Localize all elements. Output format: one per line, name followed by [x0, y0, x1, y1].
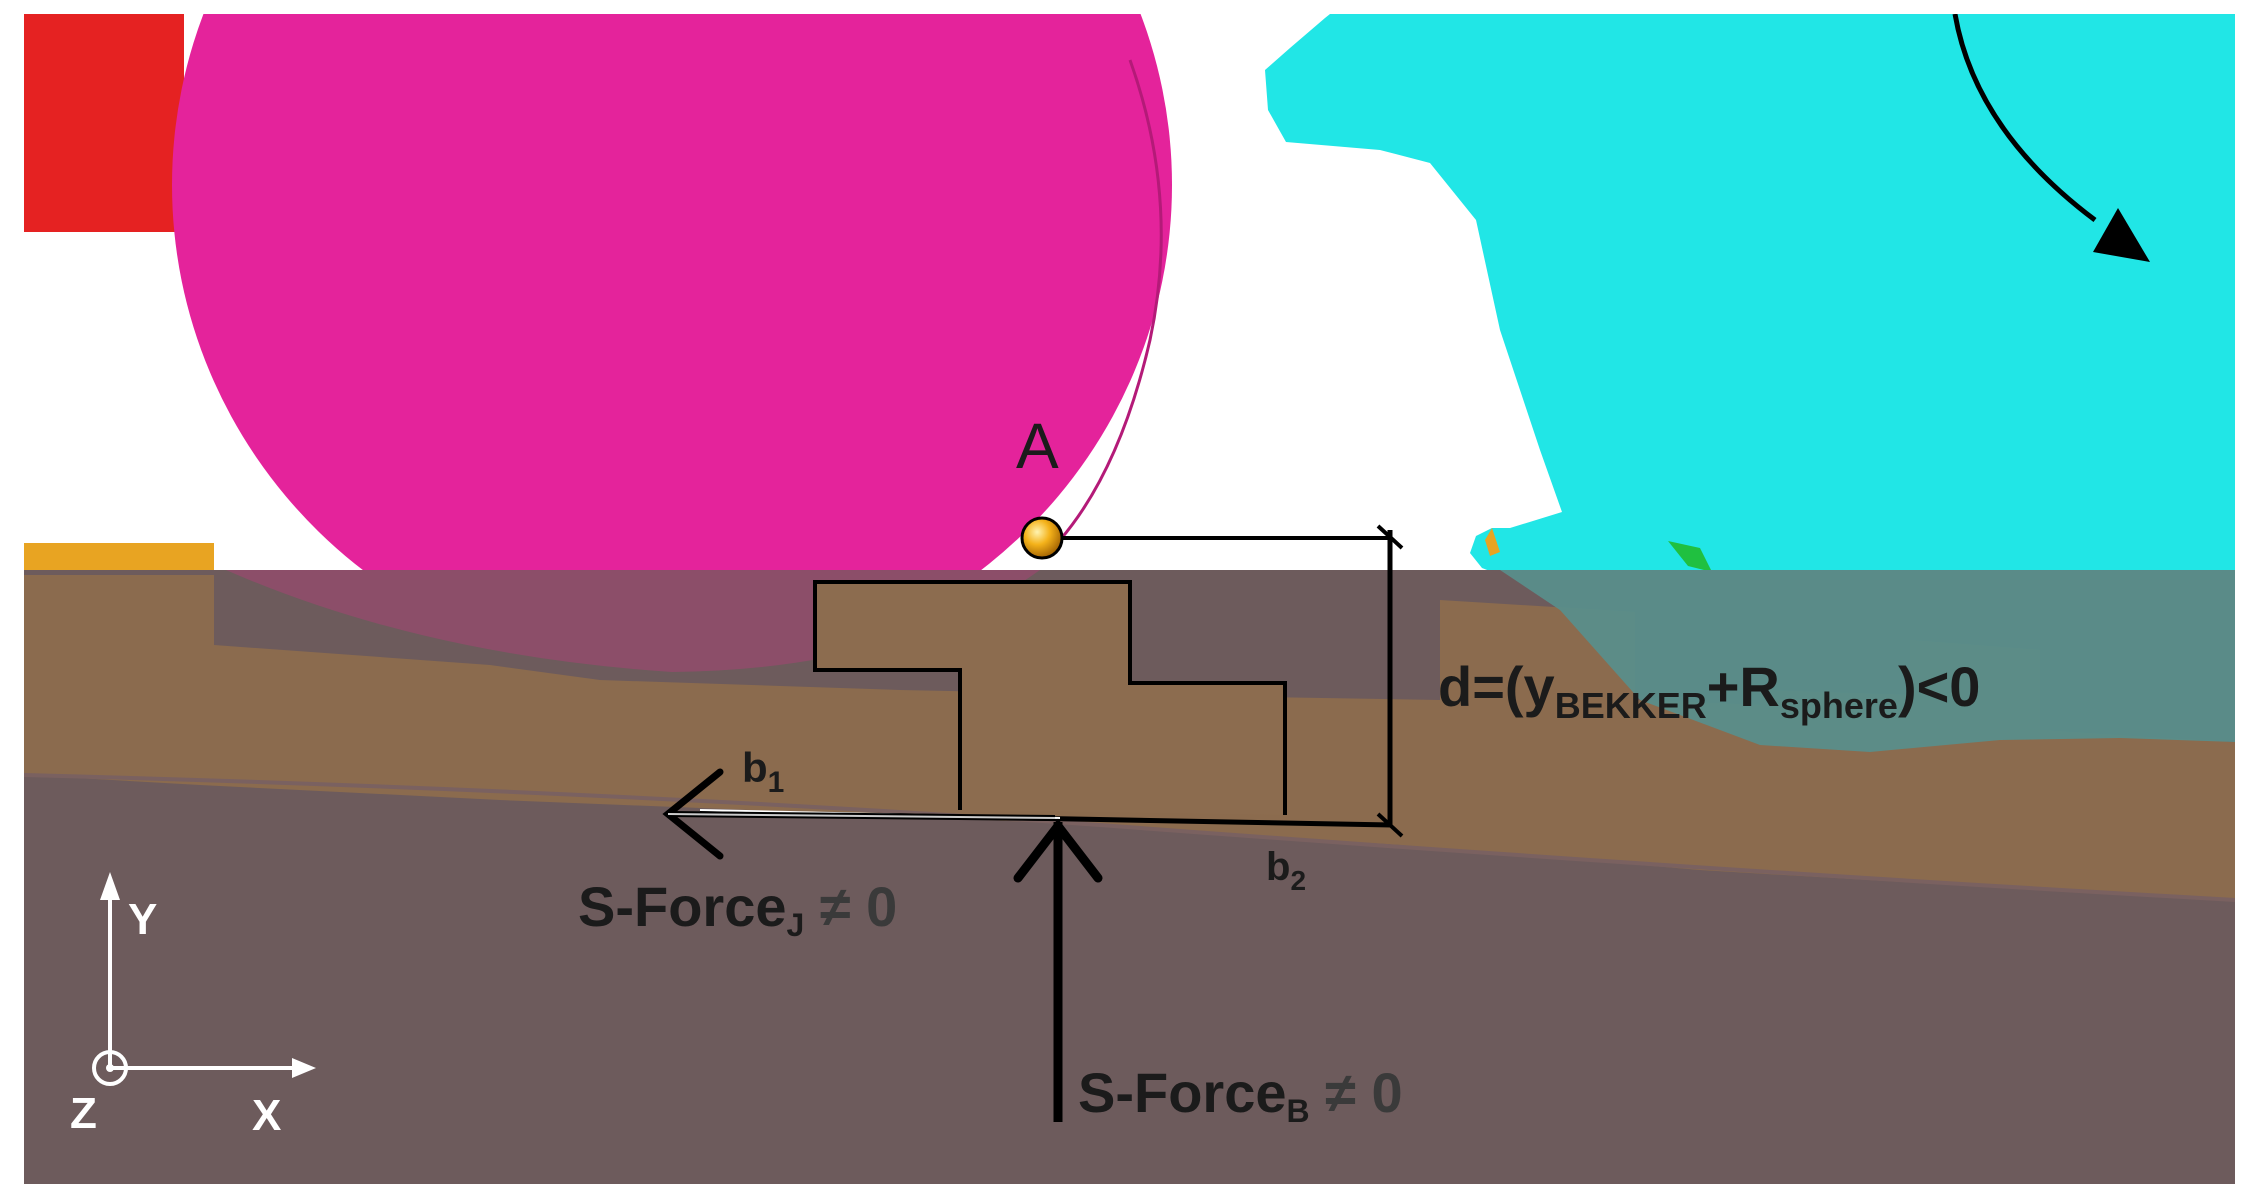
force-b-arrowhead [1013, 818, 1103, 883]
force-b-label: S-ForceB ≠ 0 [1078, 1061, 1403, 1129]
dimension-tick-top [1376, 524, 1404, 550]
force-j-highlight [667, 813, 1056, 819]
b2-letter: b [1266, 845, 1290, 889]
soil-bottom-edge [24, 773, 2235, 902]
formula-suffix: )<0 [1898, 655, 1981, 718]
force-j-main: S-Force [578, 875, 787, 938]
force-b-subscript: B [1287, 1093, 1310, 1129]
b2-label: b2 [1266, 845, 1306, 896]
formula-sub-sphere: sphere [1780, 685, 1898, 726]
b1-label: b1 [742, 744, 784, 799]
red-block [24, 14, 184, 232]
rotation-arrow-icon [1952, 14, 2097, 222]
gear-submerged [1500, 570, 2235, 752]
force-j-relation: ≠ 0 [804, 875, 897, 938]
magenta-sphere [172, 14, 1172, 675]
force-j-subscript: J [787, 907, 805, 943]
point-a-label: A [1016, 410, 1059, 482]
formula-sub-bekker: BEKKER [1555, 685, 1707, 726]
sinkage-formula: d=(yBEKKER+Rsphere)<0 [1438, 655, 1980, 726]
green-contact-sliver [1668, 541, 1712, 572]
b1-subscript: 1 [768, 766, 785, 799]
contact-point-icon [1020, 516, 1064, 560]
force-j-label: S-ForceJ ≠ 0 [578, 875, 897, 943]
coordinate-axes-icon [92, 872, 316, 1086]
force-b-relation: ≠ 0 [1310, 1061, 1403, 1124]
force-b-main: S-Force [1078, 1061, 1287, 1124]
b1-letter: b [742, 744, 768, 791]
axis-z-label: Z [70, 1089, 97, 1138]
rotation-arrowhead [2093, 208, 2150, 262]
b2-subscript: 2 [1290, 865, 1306, 896]
gear-orange-edge [1485, 528, 1500, 556]
formula-prefix: d=(y [1438, 655, 1555, 718]
terrain-cell-profile [813, 580, 1287, 815]
axis-x-label: X [252, 1091, 281, 1140]
sphere-edge-highlight [1058, 59, 1163, 541]
axis-y-label: Y [128, 895, 157, 944]
formula-mid: +R [1707, 655, 1780, 718]
